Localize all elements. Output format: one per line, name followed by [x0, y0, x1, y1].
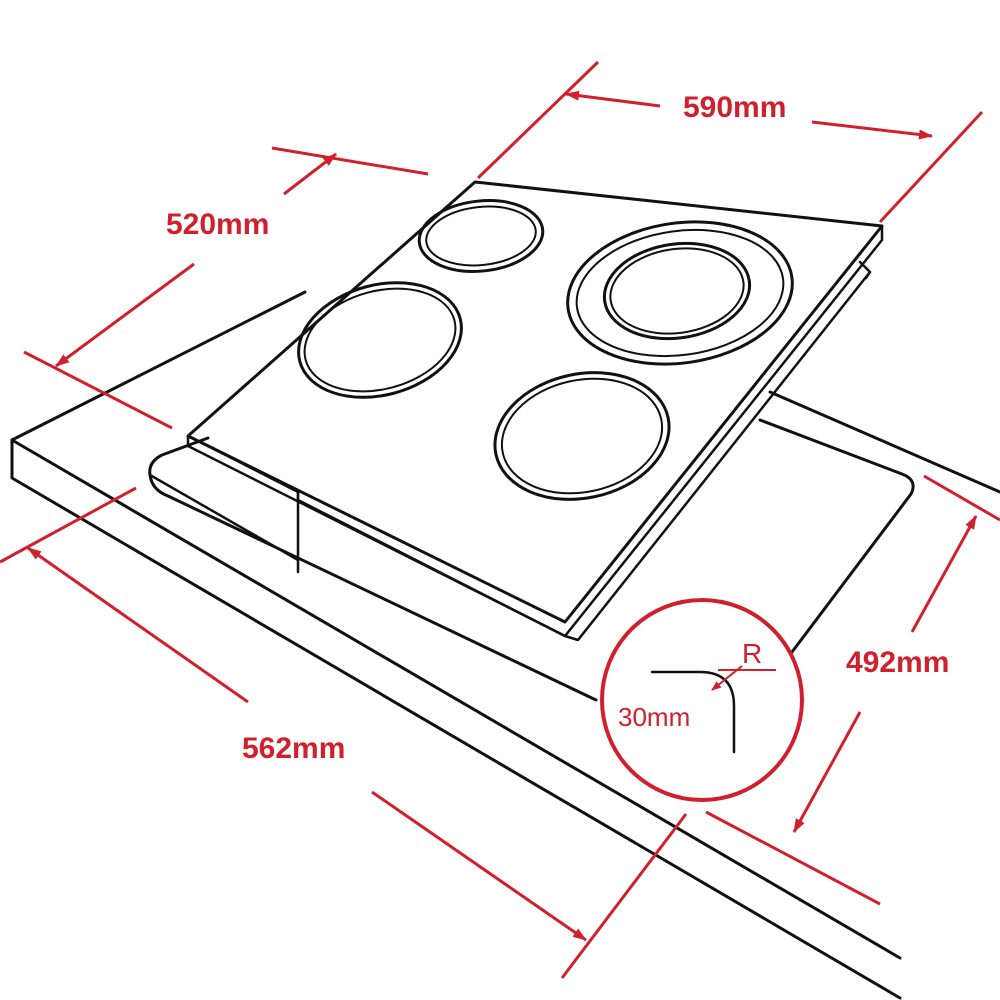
cooktop-edge	[186, 224, 884, 638]
extension-line-590-right	[878, 110, 984, 224]
label-radius-value: 30mm	[618, 702, 691, 732]
arrow-590-left	[565, 90, 661, 108]
cooktop-body-corner	[858, 260, 872, 280]
extension-line-492-top	[923, 474, 1000, 522]
burner-rear-left	[417, 199, 545, 273]
benchtop	[10, 290, 1000, 1000]
arrow-492-bottom	[792, 711, 862, 833]
arrow-492-top	[910, 515, 978, 633]
dimension-590	[476, 60, 984, 224]
burner-front-left	[297, 281, 463, 399]
cutout-hole	[148, 418, 915, 702]
dimension-562	[0, 486, 688, 979]
burner-rear-right	[566, 220, 794, 366]
corner-radius-detail	[600, 598, 804, 802]
dimension-520	[23, 146, 429, 430]
cutout-outline	[148, 418, 915, 702]
benchtop-back-edge	[10, 290, 307, 442]
label-520mm: 520mm	[166, 208, 270, 241]
benchtop-front-face-bottom	[10, 438, 902, 1000]
detail-radius-arrow	[711, 665, 743, 691]
arrow-590-right	[811, 120, 933, 140]
detail-circle	[600, 598, 804, 802]
cooktop	[186, 180, 884, 642]
extension-line-590-left	[476, 60, 600, 180]
extension-line-520-top	[271, 146, 429, 176]
cutout-inner-edge	[148, 473, 300, 562]
cooktop-body-side	[206, 444, 567, 638]
burner-front-right	[493, 371, 671, 501]
label-492mm: 492mm	[846, 646, 950, 679]
benchtop-front-edge	[10, 438, 902, 960]
extension-line-520-bottom	[23, 350, 173, 430]
label-562mm: 562mm	[242, 732, 346, 765]
arrow-562-left	[27, 546, 249, 704]
cooktop-underbody	[563, 270, 872, 642]
extension-line-492-bottom	[705, 810, 881, 906]
extension-line-562-right	[560, 813, 688, 979]
label-radius-symbol: R	[742, 638, 763, 669]
cooktop-glass-top	[186, 180, 884, 624]
detail-corner-line	[650, 670, 736, 754]
arrow-562-right	[371, 790, 587, 942]
benchtop-right-back-edge	[768, 390, 1000, 494]
dimension-492	[705, 474, 1000, 906]
arrow-520-bottom	[55, 262, 195, 368]
extension-line-562-left	[0, 486, 137, 564]
arrow-520-top	[283, 152, 337, 196]
label-590mm: 590mm	[683, 91, 787, 124]
